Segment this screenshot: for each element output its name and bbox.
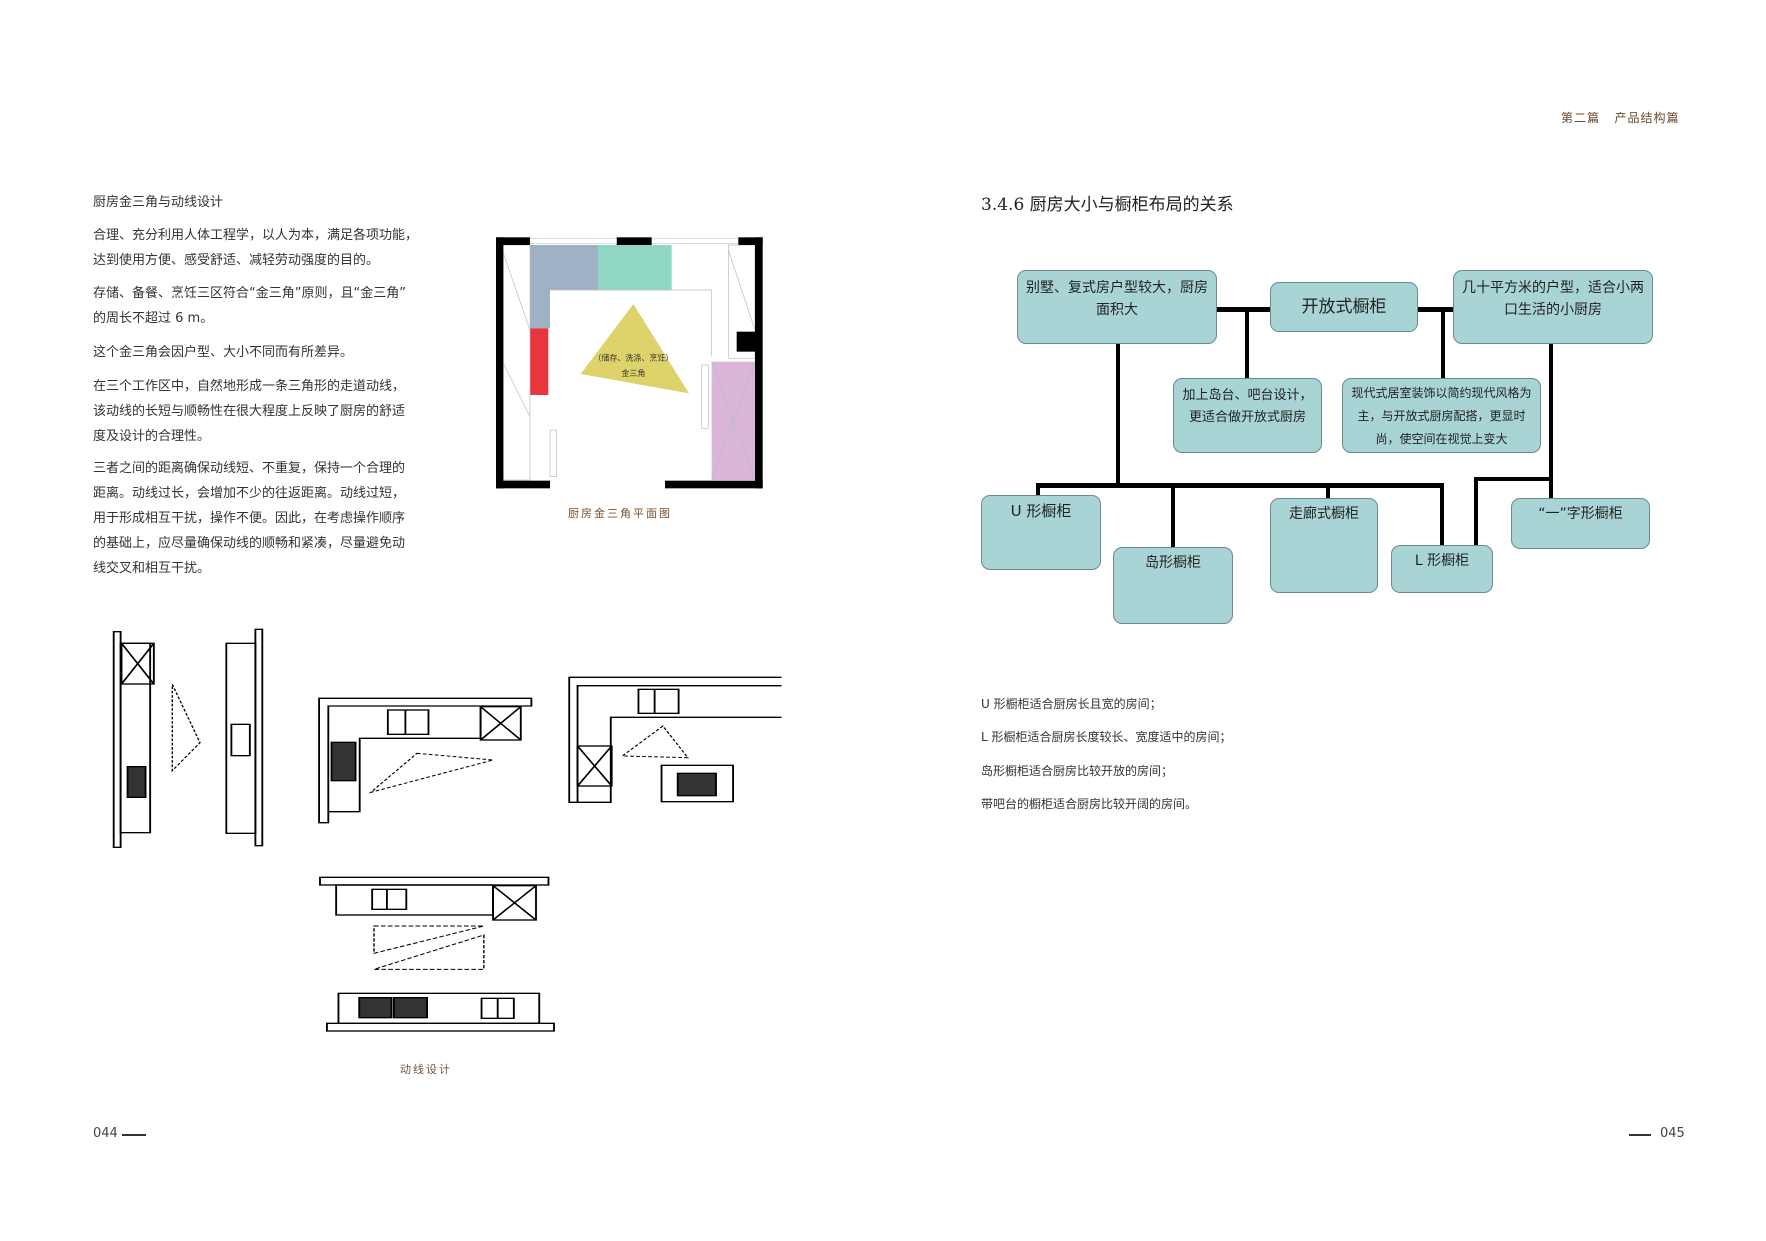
single-wall-sink-drawing [225, 628, 264, 847]
body-line: 三者之间的距离确保动线短、不重复，保持一个合理的 [93, 461, 406, 476]
node-modern-note: 现代式居室装饰以简约现代风格为主，与开放式厨房配搭，更显时尚，使空间在视觉上变大 [1342, 378, 1541, 453]
node-large-kitchen: 别墅、复式房户型较大，厨房面积大 [1017, 270, 1217, 344]
connector [1418, 307, 1453, 312]
page-rule-right [1629, 1134, 1651, 1136]
triangle-label-2: 金三角 [621, 368, 645, 378]
note-line: U 形橱柜适合厨房长且宽的房间； [981, 697, 1162, 711]
node-u-cabinet: U 形橱柜 [981, 495, 1101, 570]
body-line: 在三个工作区中，自然地形成一条三角形的走道动线， [93, 379, 406, 394]
node-galley-cabinet: 走廊式橱柜 [1270, 498, 1378, 593]
l-shaped-kitchen-drawing [318, 697, 533, 824]
node-island-cabinet: 岛形橱柜 [1113, 547, 1233, 624]
connector [1245, 307, 1249, 378]
drawings-caption: 动线设计 [400, 1063, 452, 1076]
triangle-label-1: （储存、洗涤、烹饪） [593, 353, 673, 363]
body-line: 的基础上，应尽量确保动线的顺畅和紧凑，尽量避免动 [93, 536, 406, 551]
connector [1217, 307, 1270, 312]
body-line: 度及设计的合理性。 [93, 429, 211, 444]
body-line: 达到使用方便、感受舒适、减轻劳动强度的目的。 [93, 253, 380, 268]
running-header: 第二篇 产品结构篇 [1561, 109, 1679, 126]
node-island-bar-note: 加上岛台、吧台设计，更适合做开放式厨房 [1173, 378, 1322, 453]
node-small-kitchen: 几十平方米的户型，适合小两口生活的小厨房 [1453, 270, 1653, 344]
body-line: 这个金三角会因户型、大小不同而有所差异。 [93, 345, 354, 360]
single-line-kitchen-drawing [112, 631, 201, 848]
connector [1116, 344, 1120, 485]
node-one-line-cabinet: “一”字形橱柜 [1511, 498, 1650, 549]
header-section: 产品结构篇 [1614, 111, 1680, 125]
body-line: 用于形成相互干扰，操作不便。因此，在考虑操作顺序 [93, 511, 406, 526]
connector [1171, 483, 1175, 547]
connector [1441, 307, 1445, 378]
header-part: 第二篇 [1561, 111, 1601, 125]
body-line: 存储、备餐、烹饪三区符合“金三角”原则，且“金三角” [93, 286, 406, 301]
galley-kitchen-drawing [319, 876, 555, 1032]
note-line: 岛形橱柜适合厨房比较开放的房间； [981, 764, 1174, 778]
connector [1474, 477, 1478, 545]
workflow-drawings [112, 628, 782, 1032]
floor-plan-caption: 厨房金三角平面图 [568, 507, 672, 520]
node-l-cabinet: L 形橱柜 [1391, 545, 1493, 593]
note-line: 带吧台的橱柜适合厨房比较开阔的房间。 [981, 797, 1198, 811]
body-line: 该动线的长短与顺畅性在很大程度上反映了厨房的舒适 [93, 404, 406, 419]
connector [1036, 483, 1040, 495]
left-heading: 厨房金三角与动线设计 [93, 195, 224, 210]
body-line: 距离。动线过长，会增加不少的往返距离。动线过短， [93, 486, 406, 501]
connector [1474, 477, 1553, 481]
node-open-cabinet: 开放式橱柜 [1270, 282, 1418, 332]
connector [1326, 483, 1330, 498]
page-number-right: 045 [1660, 1126, 1685, 1141]
connector [1549, 344, 1553, 498]
body-line: 线交叉和相互干扰。 [93, 561, 211, 576]
body-line: 合理、充分利用人体工程学，以人为本，满足各项功能， [93, 228, 419, 243]
island-kitchen-drawing [568, 676, 782, 803]
page-rule-left [122, 1134, 146, 1136]
body-line: 的周长不超过 6 m。 [93, 311, 214, 326]
page-number-left: 044 [93, 1126, 118, 1141]
connector [1440, 483, 1444, 545]
section-title: 3.4.6 厨房大小与橱柜布局的关系 [981, 195, 1234, 215]
kitchen-floor-plan: （储存、洗涤、烹饪） 金三角 [496, 237, 763, 489]
golden-triangle [580, 304, 689, 394]
connector [1036, 483, 1444, 488]
note-line: L 形橱柜适合厨房长度较长、宽度适中的房间； [981, 730, 1232, 744]
